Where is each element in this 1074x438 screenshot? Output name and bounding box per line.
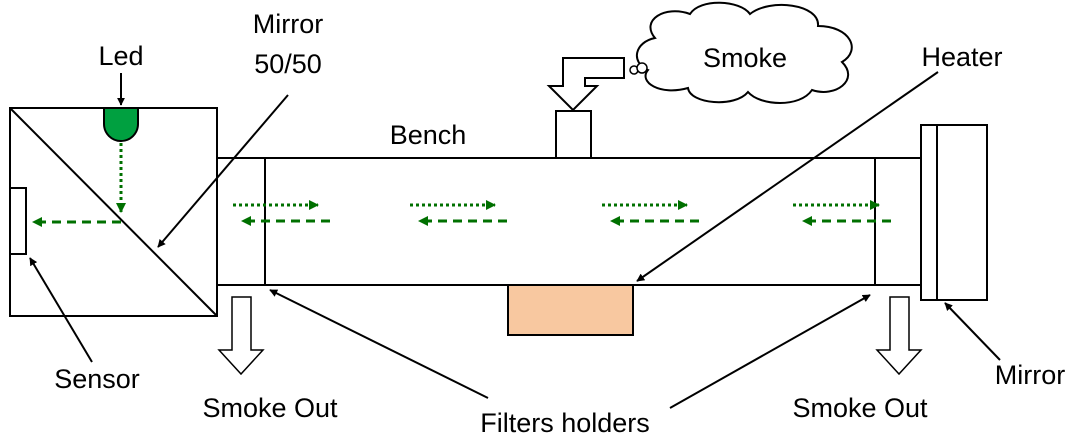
label-filters-holders: Filters holders: [480, 408, 650, 438]
smoke-puff-medium: [636, 62, 648, 74]
mirror-5050: [9, 107, 218, 317]
smoke-inlet: [555, 110, 592, 159]
leader-mirror-right: [944, 302, 1001, 361]
label-mirror-5050-line2: 50/50: [254, 49, 322, 79]
smoke-out-left-arrow: [217, 296, 265, 376]
leader-heater: [636, 71, 939, 282]
smoke-cloud: [636, 1, 853, 104]
smoke-inlet-arrow: [546, 57, 625, 112]
label-smoke: Smoke: [703, 43, 787, 73]
heater: [507, 284, 634, 336]
label-smoke-out-left: Smoke Out: [202, 393, 338, 423]
leader-filter-right: [669, 294, 871, 409]
leader-mirror-5050: [157, 94, 289, 248]
label-heater: Heater: [921, 42, 1002, 72]
light-beams: [32, 143, 891, 227]
leader-sensor: [29, 257, 93, 363]
leader-lines: [29, 71, 1001, 409]
label-smoke-out-right: Smoke Out: [792, 393, 928, 423]
mirror-right-plate: [920, 124, 938, 301]
smoke-out-right-arrow: [875, 296, 923, 376]
sensor: [9, 187, 27, 255]
label-bench: Bench: [390, 120, 467, 150]
label-mirror-right: Mirror: [995, 360, 1065, 390]
label-led: Led: [98, 41, 143, 71]
mirror-right: [936, 124, 988, 301]
label-mirror-5050-line1: Mirror: [253, 9, 323, 39]
label-sensor: Sensor: [54, 364, 140, 394]
leader-filter-left: [269, 289, 489, 399]
led: [103, 107, 139, 142]
